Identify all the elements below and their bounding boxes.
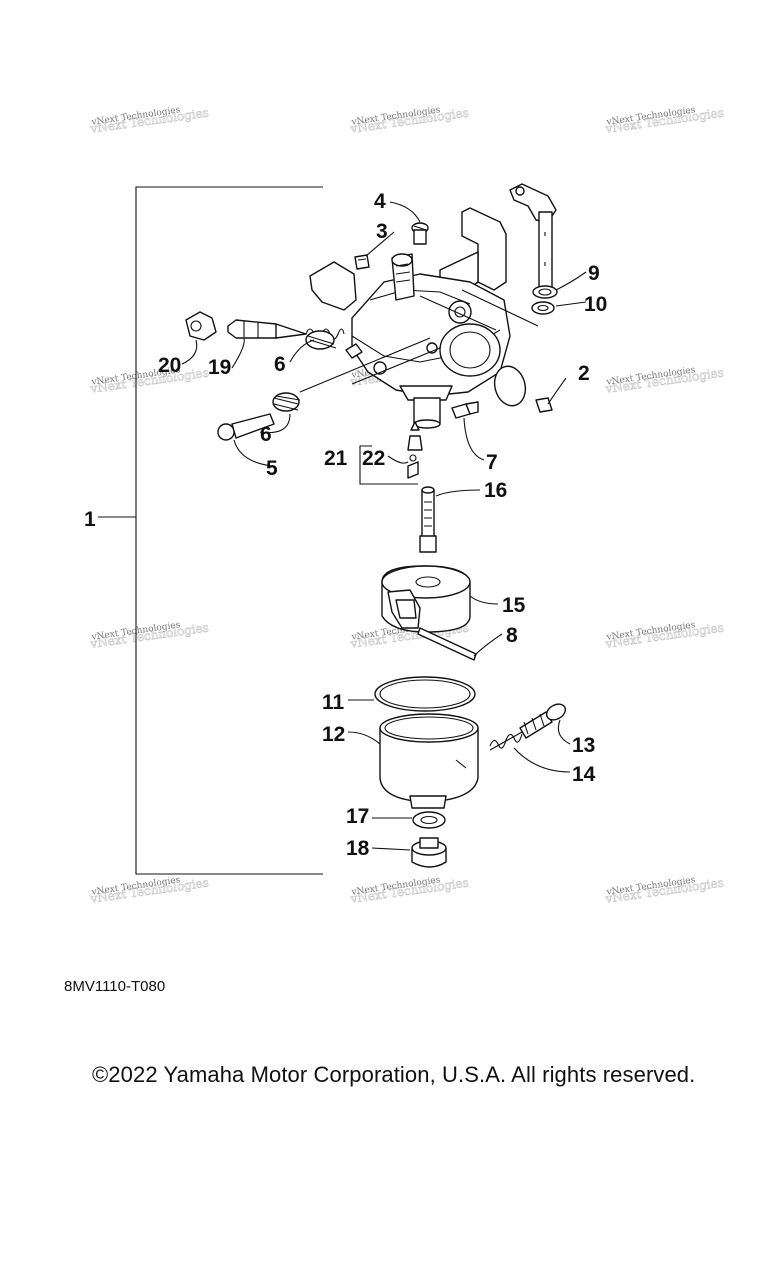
emulsion-tube-16 bbox=[419, 486, 437, 553]
assembly-bracket bbox=[98, 186, 323, 875]
drain-bolt-18 bbox=[411, 837, 447, 868]
drain-screw-13 bbox=[519, 703, 567, 739]
screw-3 bbox=[354, 254, 370, 270]
bracket-21 bbox=[359, 445, 418, 485]
screw-4 bbox=[411, 222, 429, 245]
float-15 bbox=[381, 565, 471, 633]
callout-2: 2 bbox=[578, 362, 590, 385]
callout-16: 16 bbox=[484, 479, 507, 502]
callout-18: 18 bbox=[346, 837, 370, 860]
callout-22: 22 bbox=[362, 447, 385, 470]
carburetor-body bbox=[351, 207, 539, 429]
leader-lines bbox=[181, 201, 587, 851]
washer-10 bbox=[531, 301, 555, 315]
callout-14: 14 bbox=[572, 763, 596, 786]
throttle-plate bbox=[493, 365, 527, 407]
washer-17 bbox=[412, 811, 446, 829]
plug-20-small bbox=[345, 343, 363, 359]
callout-12: 12 bbox=[322, 723, 345, 746]
pilot-screw-19 bbox=[227, 319, 307, 339]
callout-4: 4 bbox=[374, 190, 386, 213]
callout-7: 7 bbox=[486, 451, 498, 474]
choke-plate bbox=[309, 261, 357, 311]
callout-20: 20 bbox=[158, 354, 181, 377]
gasket-11 bbox=[374, 676, 476, 712]
float-bowl-12 bbox=[379, 713, 479, 809]
callout-21: 21 bbox=[324, 447, 348, 470]
callout-15: 15 bbox=[502, 594, 526, 617]
screw-2 bbox=[535, 397, 553, 413]
callout-11: 11 bbox=[322, 691, 345, 714]
callout-5: 5 bbox=[266, 457, 278, 480]
callout-13: 13 bbox=[572, 734, 595, 757]
spring-14 bbox=[489, 731, 523, 751]
callout-6-lower: 6 bbox=[260, 423, 272, 446]
screw-7 bbox=[451, 401, 479, 419]
callout-9: 9 bbox=[588, 262, 600, 285]
choke-lever bbox=[509, 183, 557, 293]
needle-valve-22 bbox=[407, 421, 423, 479]
callout-10: 10 bbox=[584, 293, 607, 316]
callout-3: 3 bbox=[376, 220, 388, 243]
callout-8: 8 bbox=[506, 624, 518, 647]
callout-19: 19 bbox=[208, 356, 231, 379]
figure-code: 8MV1110-T080 bbox=[64, 978, 166, 995]
callout-6-upper: 6 bbox=[274, 353, 286, 376]
idle-adjust-knob-20 bbox=[185, 311, 217, 341]
spring-6-upper bbox=[305, 328, 345, 350]
screw-5 bbox=[217, 413, 275, 441]
spring-6-lower bbox=[272, 392, 301, 412]
copyright-notice: ©2022 Yamaha Motor Corporation, U.S.A. A… bbox=[92, 1062, 696, 1087]
callout-17: 17 bbox=[346, 805, 369, 828]
callout-1: 1 bbox=[84, 508, 96, 531]
washer-9 bbox=[532, 285, 558, 299]
float-pin-8 bbox=[417, 627, 477, 661]
